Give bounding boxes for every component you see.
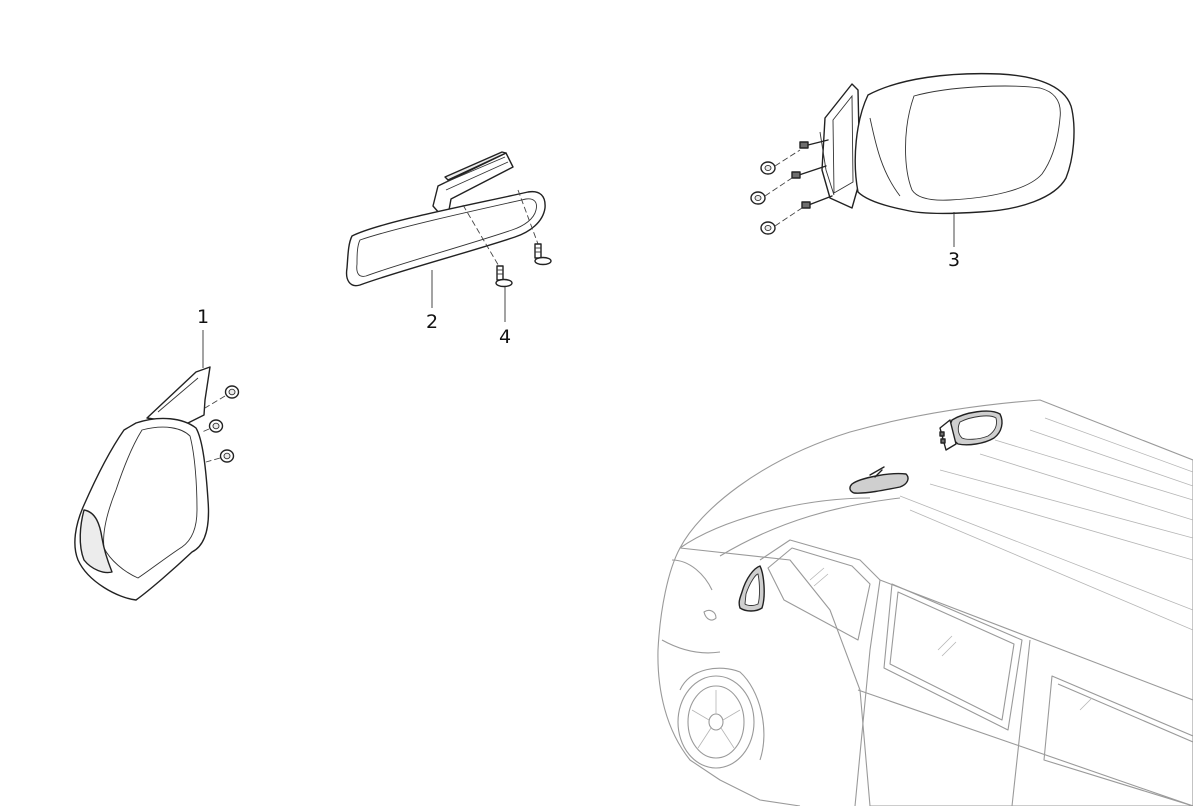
mounting-stud (791, 165, 827, 179)
mounting-screw (462, 204, 513, 288)
callout-1: 1 (197, 306, 209, 328)
mounting-nut (204, 385, 240, 409)
mounting-screw (517, 189, 552, 266)
left-mirror-location (738, 565, 765, 612)
interior-mirror-location (849, 466, 909, 494)
mounting-nut (201, 419, 224, 433)
right-exterior-mirror (750, 72, 1075, 247)
vehicle-locator-view (657, 399, 1193, 806)
mounting-nut (760, 149, 801, 175)
mounting-nut (750, 177, 793, 205)
callout-3: 3 (948, 249, 960, 271)
right-mirror-location (939, 410, 1003, 451)
mounting-nut (760, 207, 803, 235)
callout-2: 2 (426, 311, 438, 333)
left-exterior-mirror (74, 330, 240, 601)
mounting-stud (799, 139, 829, 149)
mounting-stud (801, 195, 833, 209)
interior-rearview-mirror (345, 151, 552, 322)
callout-4: 4 (499, 326, 511, 348)
front-wheel (677, 667, 765, 769)
mounting-nut (205, 449, 235, 463)
